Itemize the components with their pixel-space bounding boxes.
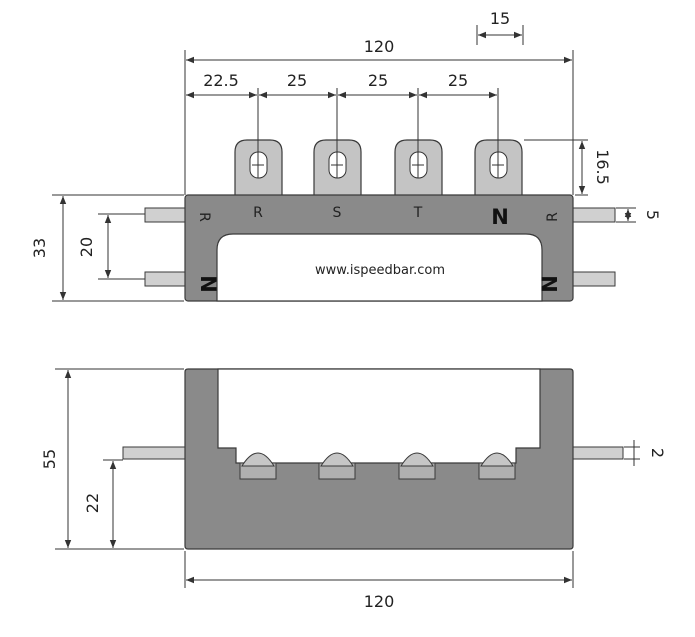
lug-t-label: T (413, 205, 423, 221)
right-lower-pin (572, 271, 616, 287)
dome-3 (398, 452, 436, 480)
right-upper-pin (572, 207, 616, 223)
dim-overall-width: 120 (364, 37, 395, 56)
dim-lug-width: 15 (490, 9, 510, 28)
top-view: R R R S T N N N www.ispeedbar.com 120 15… (30, 9, 662, 302)
dim-height-20: 20 (77, 237, 96, 257)
top-window (216, 233, 543, 302)
dim-lug-height: 16.5 (593, 149, 612, 185)
lug-s-label: S (333, 205, 342, 221)
left-n-label: N (196, 275, 220, 293)
left-r-label: R (196, 212, 212, 222)
dim-height-55: 55 (40, 449, 59, 469)
lug-r-label: R (253, 205, 263, 221)
left-upper-pin (144, 207, 186, 223)
dome-4 (478, 452, 516, 480)
right-n-label: N (538, 275, 562, 293)
side-cutout (217, 368, 541, 464)
dim-bottom-width: 120 (364, 592, 395, 611)
dim-spacing-3: 25 (448, 71, 468, 90)
right-r-label: R (545, 212, 561, 222)
dome-2 (318, 452, 356, 480)
dim-height-33: 33 (30, 238, 49, 258)
left-lower-pin (144, 271, 186, 287)
side-left-pin (122, 446, 186, 460)
dim-height-22: 22 (83, 493, 102, 513)
dim-first-offset: 22.5 (203, 71, 239, 90)
dim-spacing-2: 25 (368, 71, 388, 90)
side-right-pin (572, 446, 624, 460)
dim-pin-2: 2 (648, 448, 667, 458)
dome-1 (239, 452, 277, 480)
website-text: www.ispeedbar.com (315, 263, 445, 278)
lug-n-label: N (491, 205, 509, 229)
side-view: 55 22 2 120 (40, 368, 667, 611)
dim-spacing-1: 25 (287, 71, 307, 90)
dim-pin-5: 5 (643, 210, 662, 220)
